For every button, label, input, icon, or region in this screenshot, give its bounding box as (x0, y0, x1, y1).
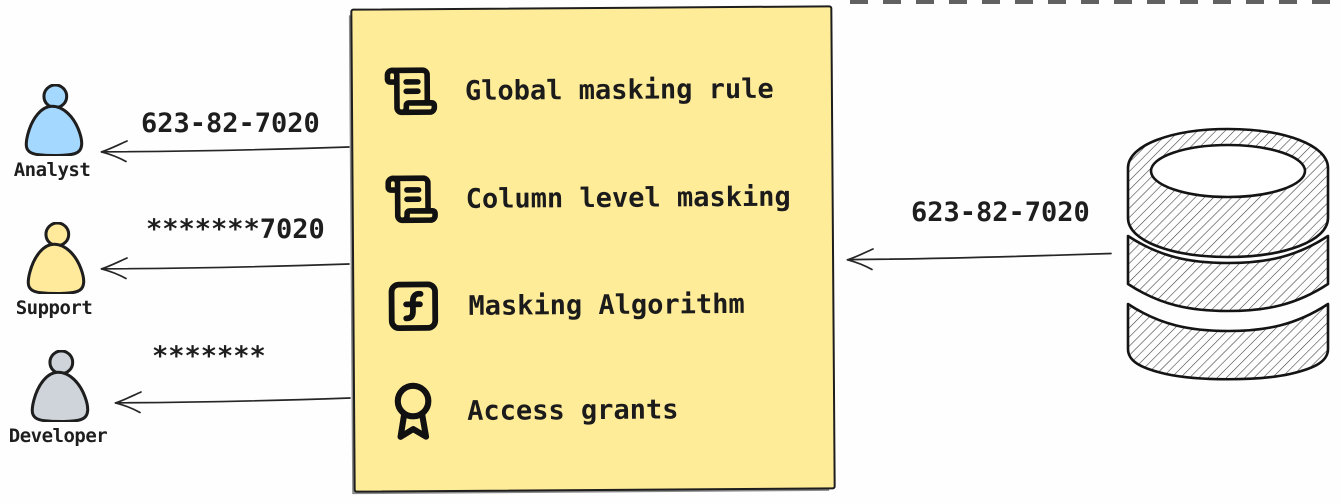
person-icon (30, 350, 90, 422)
persona-label: Support (15, 297, 93, 319)
box-item-label: Masking Algorithm (468, 288, 745, 322)
persona-support: Support (2, 222, 106, 319)
box-item-global-masking-rule: Global masking rule (383, 60, 774, 121)
function-square-icon (388, 281, 439, 332)
masked-value-support: *******7020 (146, 214, 325, 245)
masked-value-developer: ******* (152, 341, 266, 372)
top-dashed-border (850, 0, 1340, 4)
arrow-db-to-box-icon (840, 246, 1114, 272)
scroll-text-icon (385, 175, 438, 224)
persona-label: Analyst (13, 159, 91, 181)
box-item-label: Global masking rule (464, 73, 774, 107)
masked-value-analyst: 623-82-7020 (141, 108, 320, 139)
box-item-column-level-masking: Column level masking (383, 168, 791, 229)
person-icon (24, 84, 84, 156)
box-item-label: Access grants (467, 393, 679, 427)
person-icon (26, 222, 86, 294)
award-icon (394, 382, 432, 440)
arrow-to-analyst-icon (94, 138, 352, 164)
arrow-to-support-icon (94, 255, 352, 281)
persona-developer: Developer (6, 350, 110, 447)
arrow-to-developer-icon (108, 389, 353, 415)
masking-engine-box: Global masking rule Column level masking… (350, 5, 836, 493)
scroll-text-icon (384, 67, 438, 116)
box-item-label: Column level masking (465, 181, 791, 215)
persona-label: Developer (8, 425, 108, 447)
source-value: 623-82-7020 (911, 197, 1090, 228)
box-item-masking-algorithm: Masking Algorithm (384, 275, 745, 336)
persona-analyst: Analyst (0, 84, 104, 181)
database-icon (1126, 127, 1330, 381)
box-item-access-grants: Access grants (385, 374, 679, 446)
